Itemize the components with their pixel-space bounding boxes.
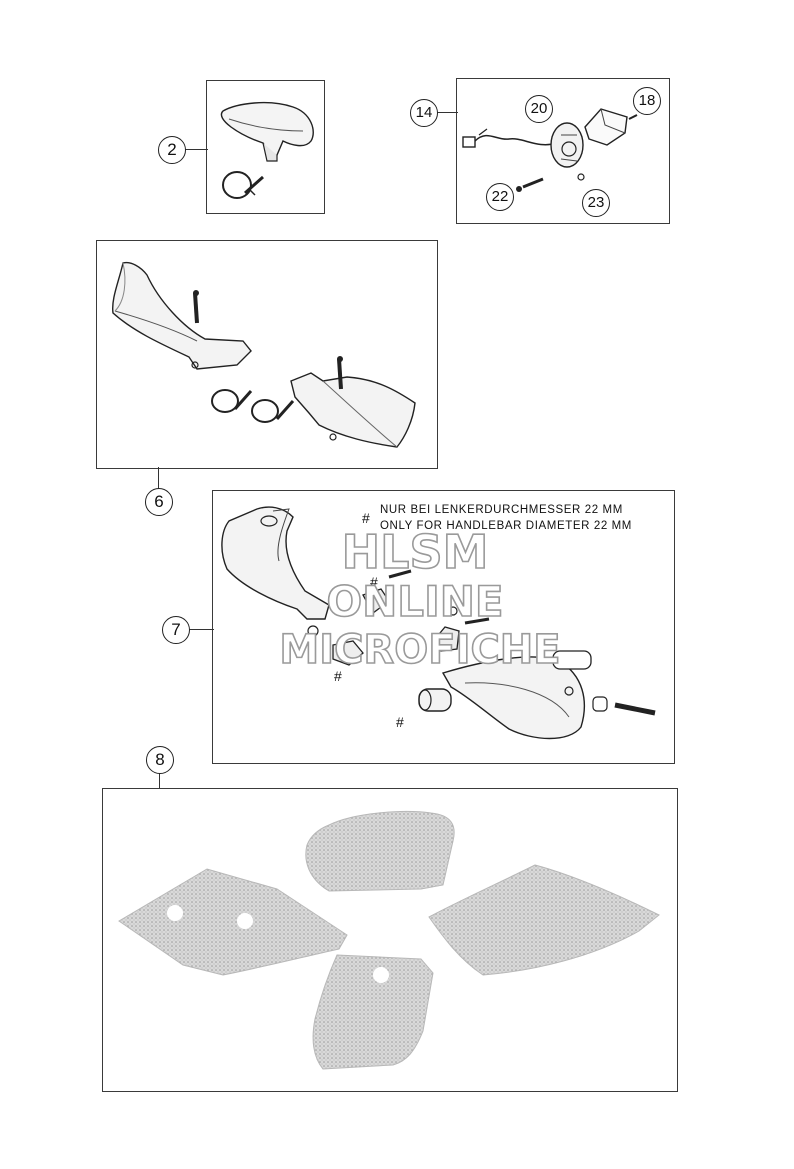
switch-assembly-drawing [462, 108, 638, 192]
fairing-part-drawing [220, 102, 314, 199]
watermark-line-2: ONLINE [326, 577, 505, 627]
hand-guards-drawing [111, 261, 416, 448]
leader-7 [188, 629, 214, 631]
callout-8: 8 [146, 746, 174, 774]
callout-23: 23 [582, 189, 610, 217]
panel-item-6 [96, 240, 438, 469]
watermark-line-3: MICROFICHE [279, 627, 562, 673]
hash-mark-1: # [370, 574, 378, 590]
watermark-line-1: HLSM [341, 525, 489, 579]
sticker-front-bottom [312, 954, 434, 1070]
note-line-german: NUR BEI LENKERDURCHMESSER 22 MM [380, 504, 623, 516]
note-line-english: ONLY FOR HANDLEBAR DIAMETER 22 MM [380, 520, 632, 532]
note-hash-marker: # [362, 510, 370, 526]
callout-22: 22 [486, 183, 514, 211]
leader-2 [184, 149, 208, 151]
hash-mark-2: # [334, 668, 342, 684]
callout-14: 14 [410, 99, 438, 127]
callout-20: 20 [525, 95, 553, 123]
number-plates-drawing [118, 811, 660, 1070]
sticker-front-top [305, 811, 455, 892]
callout-18: 18 [633, 87, 661, 115]
sticker-side-left [118, 868, 348, 976]
leader-6 [158, 467, 160, 489]
panel-item-2 [206, 80, 325, 214]
leader-8 [159, 771, 161, 791]
panel-item-7 [212, 490, 675, 764]
sticker-side-right [428, 864, 660, 976]
callout-7: 7 [162, 616, 190, 644]
handlebar-note: NUR BEI LENKERDURCHMESSER 22 MM ONLY FOR… [380, 502, 632, 534]
leader-14 [436, 112, 458, 114]
hash-mark-3: # [396, 714, 404, 730]
callout-2: 2 [158, 136, 186, 164]
hand-guard-kit-drawing [221, 506, 656, 740]
callout-6: 6 [145, 488, 173, 516]
panel-item-8 [102, 788, 678, 1092]
